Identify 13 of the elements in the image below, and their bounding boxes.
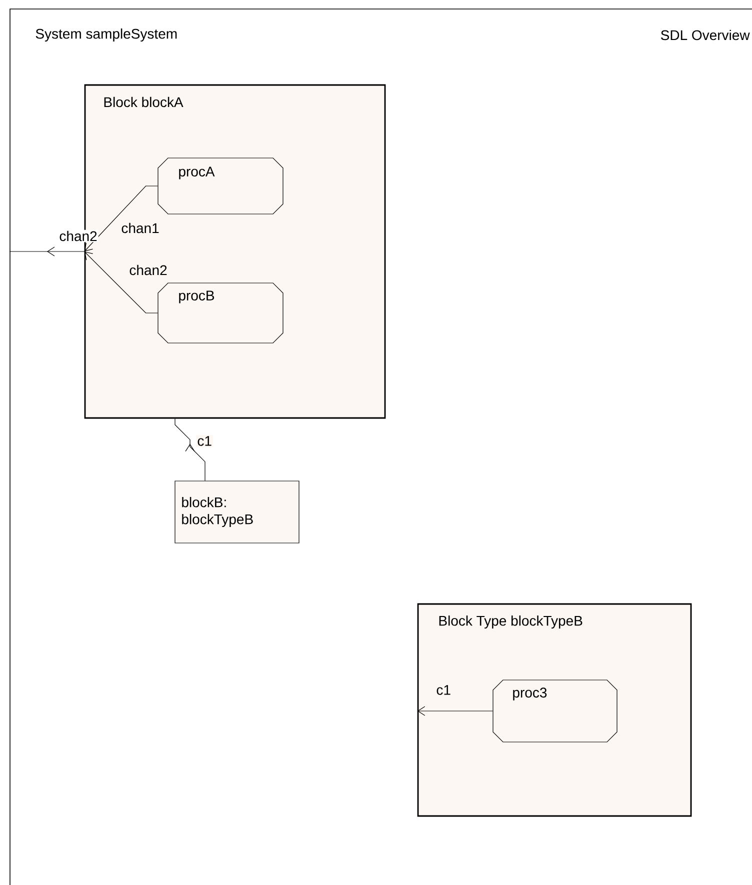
process-box: procB	[158, 282, 284, 344]
channel-arrow	[417, 706, 494, 716]
channel-label: chan1	[120, 222, 160, 234]
channel-label: c1	[435, 684, 452, 696]
diagram-type-label: SDL Overview	[660, 30, 750, 40]
channel-arrow	[84, 186, 158, 252]
block-instance-box: blockB: blockTypeB	[174, 480, 300, 544]
channel-label: chan2	[58, 230, 98, 242]
channel-label: chan2	[128, 264, 168, 276]
process-box: proc3	[492, 680, 618, 742]
process-box: procA	[158, 158, 284, 214]
channel-label: c1	[196, 435, 213, 447]
channel-arrow	[84, 252, 158, 314]
